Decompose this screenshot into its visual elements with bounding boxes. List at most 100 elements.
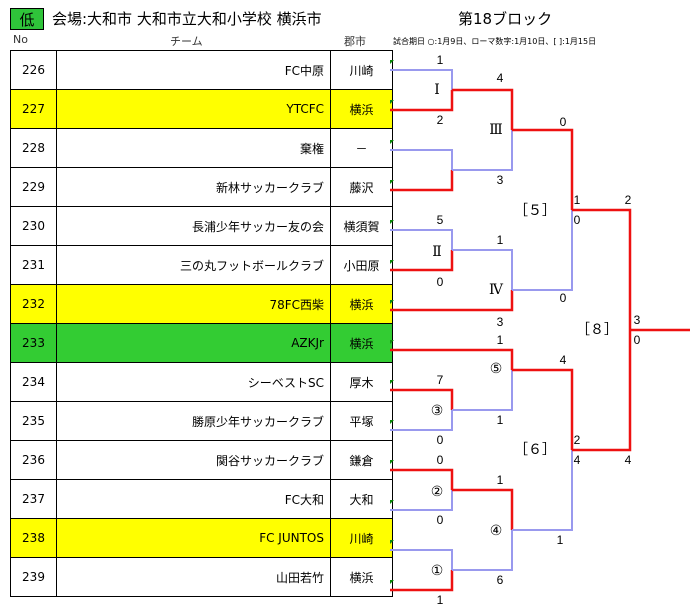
match-score: 0 xyxy=(437,453,444,467)
match-score: 4 xyxy=(625,453,632,467)
cell-marker xyxy=(390,260,394,264)
bracket-line xyxy=(390,410,453,431)
match-score: 2 xyxy=(437,113,444,127)
match-score: 1 xyxy=(437,53,444,67)
cell-marker xyxy=(390,180,394,184)
cell-marker xyxy=(390,500,394,504)
bracket-line xyxy=(452,530,513,571)
team-name: 勝原少年サッカークラブ xyxy=(56,401,331,441)
team-city: 横浜 xyxy=(330,89,393,129)
match-label: ① xyxy=(431,563,444,579)
match-score: 0 xyxy=(437,513,444,527)
bracket-line xyxy=(390,170,454,192)
team-number: 237 xyxy=(10,479,57,519)
match-score: 5 xyxy=(437,213,444,227)
cell-marker xyxy=(390,300,394,304)
venue-title: 会場:大和市 大和市立大和小学校 横浜市 xyxy=(52,10,322,28)
match-score: 1 xyxy=(497,473,504,487)
match-score: 3 xyxy=(497,173,504,187)
match-score: 0 xyxy=(634,333,641,347)
match-score: 0 xyxy=(560,115,567,129)
match-label: ［８］ xyxy=(576,322,618,338)
match-label: ④ xyxy=(490,523,503,539)
match-score: 4 xyxy=(497,71,504,85)
bracket-line xyxy=(390,229,453,250)
cell-marker xyxy=(390,380,394,384)
match-score: 1 xyxy=(574,193,581,207)
team-city: 藤沢 xyxy=(330,167,393,207)
cell-marker xyxy=(390,340,394,344)
team-number: 234 xyxy=(10,362,57,402)
cell-marker xyxy=(390,420,394,424)
level-badge: 低 xyxy=(10,8,44,30)
match-label: ② xyxy=(431,484,444,500)
match-label: ③ xyxy=(431,403,444,419)
match-score: 4 xyxy=(560,353,567,367)
match-label: Ⅲ xyxy=(489,122,503,138)
cell-marker xyxy=(390,460,394,464)
team-name: 78FC西柴 xyxy=(56,284,331,324)
bracket-line xyxy=(390,149,453,170)
match-score: 0 xyxy=(437,275,444,289)
bracket-line xyxy=(390,90,454,112)
match-date-note: 試合期日 ○:1月9日、ローマ数字:1月10日、[ ]:1月15日 xyxy=(393,37,597,46)
match-score: 6 xyxy=(497,573,504,587)
team-city: 横浜 xyxy=(330,557,393,597)
match-score: 2 xyxy=(625,193,632,207)
cell-marker xyxy=(390,60,394,64)
match-label: Ⅳ xyxy=(489,282,504,298)
team-name: 山田若竹 xyxy=(56,557,331,597)
cell-marker xyxy=(390,580,394,584)
team-number: 239 xyxy=(10,557,57,597)
team-city: 横浜 xyxy=(330,323,393,363)
team-city: 鎌倉 xyxy=(330,440,393,480)
bracket-line xyxy=(390,69,453,90)
match-score: 1 xyxy=(497,413,504,427)
team-name: FC大和 xyxy=(56,479,331,519)
bracket-line xyxy=(390,490,453,511)
bracket-line xyxy=(390,549,453,570)
match-label: ［６］ xyxy=(514,442,556,458)
match-score: 3 xyxy=(497,315,504,329)
team-number: 233 xyxy=(10,323,57,363)
match-score: 1 xyxy=(557,533,564,547)
column-header-team: チーム xyxy=(170,35,203,48)
team-number: 235 xyxy=(10,401,57,441)
bracket-line xyxy=(512,128,574,210)
bracket-line xyxy=(512,368,574,450)
match-score: 2 xyxy=(574,433,581,447)
bracket-line xyxy=(572,330,632,452)
bracket-line xyxy=(452,88,514,130)
match-score: 3 xyxy=(634,313,641,327)
team-name: 棄権 xyxy=(56,128,331,168)
match-score: 0 xyxy=(574,213,581,227)
team-name: FC JUNTOS xyxy=(56,518,331,558)
bracket-line xyxy=(452,488,514,530)
cell-marker xyxy=(390,140,394,144)
team-name: シーベストSC xyxy=(56,362,331,402)
team-city: 横浜 xyxy=(330,284,393,324)
bracket-line xyxy=(452,130,513,171)
block-title: 第18ブロック xyxy=(458,10,553,28)
bracket-line xyxy=(390,468,454,490)
team-city: 川崎 xyxy=(330,518,393,558)
bracket-line xyxy=(452,370,513,411)
team-name: AZKJr xyxy=(56,323,331,363)
match-score: 7 xyxy=(437,373,444,387)
column-header-city: 郡市 xyxy=(344,35,366,48)
match-score: 1 xyxy=(497,233,504,247)
bracket-line xyxy=(452,249,513,290)
match-score: 4 xyxy=(574,453,581,467)
match-score: 1 xyxy=(497,333,504,347)
team-number: 236 xyxy=(10,440,57,480)
bracket-line xyxy=(390,290,514,312)
